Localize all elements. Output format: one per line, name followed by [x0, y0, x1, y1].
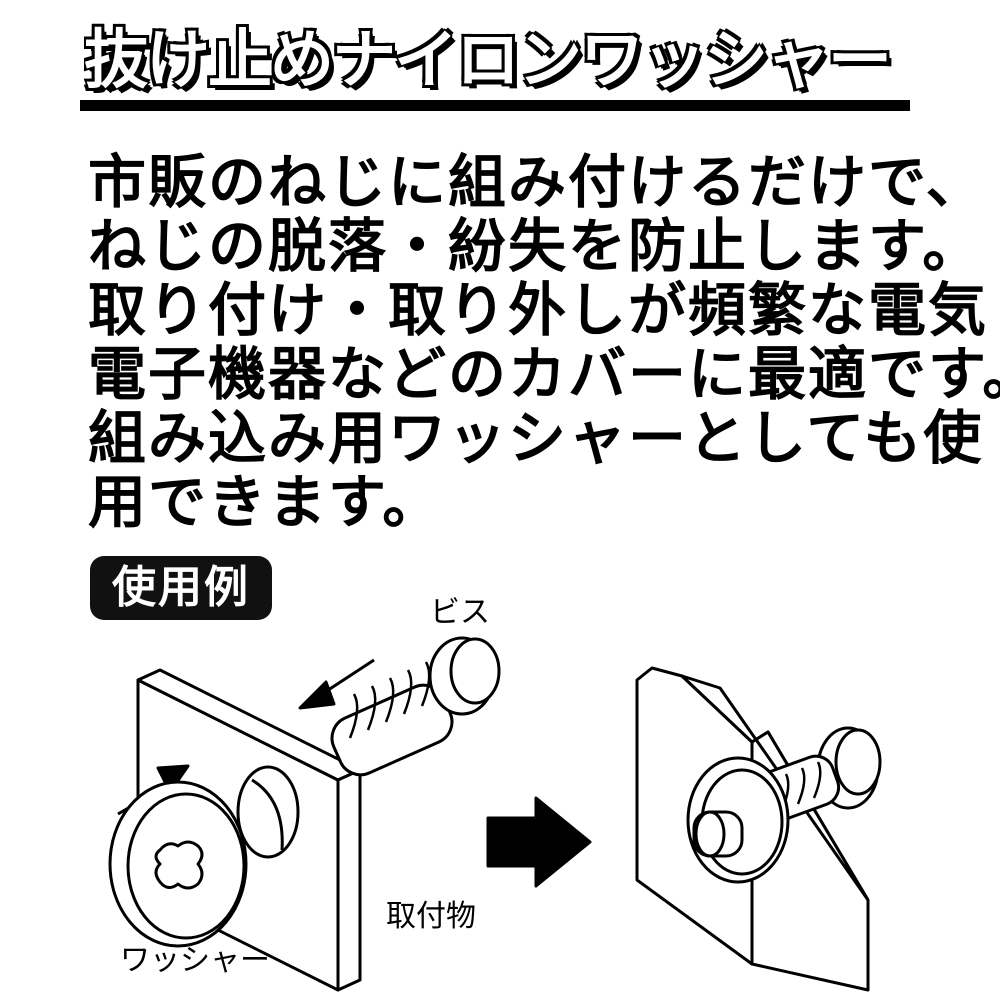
screw-tip-right: [692, 810, 744, 858]
insert-arrow-icon: [298, 658, 375, 710]
description-line: 電子機器などのカバーに最適です。: [88, 340, 1000, 408]
screw-label: ビス: [430, 595, 490, 630]
description-line: 取り付け・取り外しが頻繁な電気: [88, 276, 989, 344]
title-underline: [80, 100, 910, 111]
washer-left: [108, 780, 248, 948]
description-line: 用できます。: [88, 468, 443, 536]
usage-example-label: 使用例: [112, 562, 250, 613]
product-description: 市販のねじに組み付けるだけで、 ねじの脱落・紛失を防止します。 取り付け・取り外…: [88, 148, 1000, 536]
mounting-part-label: 取付物: [386, 899, 476, 934]
description-line: ねじの脱落・紛失を防止します。: [88, 212, 983, 280]
transition-arrow-icon: [486, 796, 592, 888]
washer-label: ワッシャー: [120, 943, 270, 978]
description-line: 組み込み用ワッシャーとしても使: [88, 404, 984, 472]
usage-example-badge: 使用例: [90, 556, 272, 620]
product-title: 抜け止めナイロンワッシャー: [84, 23, 894, 100]
description-line: 市販のねじに組み付けるだけで、: [88, 148, 986, 216]
screw-left: [330, 636, 501, 777]
